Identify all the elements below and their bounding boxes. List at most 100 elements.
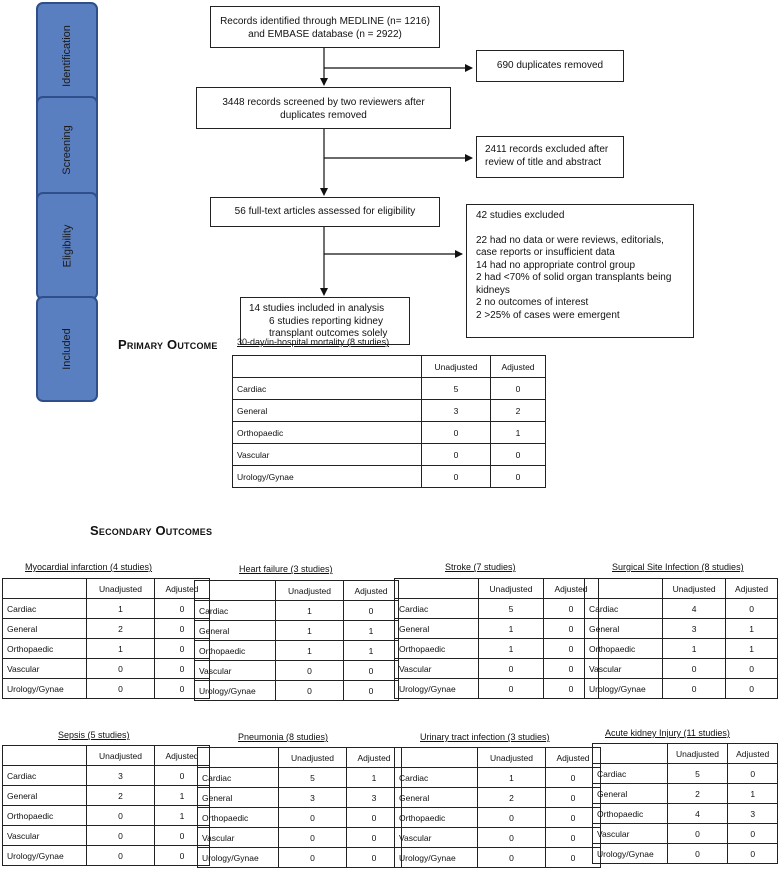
- header-blank-cell: [232, 355, 422, 378]
- unadjusted-value: 0: [477, 827, 546, 848]
- adjusted-header: Adjusted: [490, 355, 546, 378]
- row-label: Vascular: [197, 827, 279, 848]
- row-label: Urology/Gynae: [194, 680, 276, 701]
- row-label: Cardiac: [584, 598, 663, 619]
- adjusted-value: 0: [490, 377, 546, 400]
- unadjusted-value: 3: [661, 618, 727, 639]
- header-blank-cell: [2, 745, 87, 766]
- header-blank-cell: [197, 747, 279, 768]
- studies-included-text: 14 studies included in analysis: [249, 303, 385, 314]
- adjusted-value: 0: [490, 443, 546, 466]
- adjusted-value: 1: [727, 783, 778, 804]
- unadjusted-header: Unadjusted: [86, 745, 155, 766]
- adjusted-value: 1: [725, 638, 778, 659]
- unadjusted-value: 2: [86, 618, 155, 639]
- row-label: Orthopaedic: [394, 638, 479, 659]
- unadjusted-header: Unadjusted: [661, 578, 727, 599]
- exclusion-reason: 2 had <70% of solid organ transplants be…: [476, 272, 672, 296]
- unadjusted-value: 2: [86, 785, 155, 806]
- secondary-outcomes-heading: Secondary Outcomes: [90, 523, 213, 538]
- row-label: Vascular: [194, 660, 276, 681]
- unadjusted-value: 0: [477, 807, 546, 828]
- exclusion-reason: 2 >25% of cases were emergent: [476, 309, 620, 321]
- unadjusted-value: 5: [278, 767, 347, 788]
- adjusted-value: 0: [725, 658, 778, 679]
- unadjusted-value: 0: [421, 443, 491, 466]
- row-label: Orthopaedic: [584, 638, 663, 659]
- unadjusted-value: 0: [478, 658, 544, 679]
- table-title: Myocardial infarction (4 studies): [25, 562, 153, 572]
- unadjusted-value: 4: [666, 803, 729, 824]
- unadjusted-value: 5: [478, 598, 544, 619]
- row-label: Orthopaedic: [197, 807, 279, 828]
- row-label: Urology/Gynae: [584, 678, 663, 699]
- row-label: Vascular: [592, 823, 668, 844]
- row-label: Vascular: [2, 658, 87, 679]
- unadjusted-value: 0: [278, 847, 347, 868]
- records-screened-text: 3448 records screened by two reviewers a…: [222, 97, 425, 121]
- stage-identification: Identification: [36, 2, 98, 110]
- records-screened-box: 3448 records screened by two reviewers a…: [196, 87, 451, 129]
- adjusted-value: 0: [727, 843, 778, 864]
- row-label: Vascular: [584, 658, 663, 679]
- unadjusted-value: 1: [478, 638, 544, 659]
- unadjusted-value: 0: [477, 847, 546, 868]
- row-label: Urology/Gynae: [394, 847, 478, 868]
- table-title: Acute kidney Injury (11 studies): [605, 728, 730, 738]
- unadjusted-header: Unadjusted: [478, 578, 544, 599]
- unadjusted-header: Unadjusted: [666, 743, 729, 764]
- unadjusted-value: 3: [278, 787, 347, 808]
- row-label: Orthopaedic: [232, 421, 422, 444]
- adjusted-value: 0: [725, 678, 778, 699]
- row-label: General: [394, 618, 479, 639]
- adjusted-value: 0: [490, 465, 546, 488]
- full-text-box: 56 full-text articles assessed for eligi…: [210, 197, 440, 227]
- primary-outcome-heading: Primary Outcome: [118, 337, 218, 352]
- unadjusted-value: 0: [666, 823, 729, 844]
- unadjusted-value: 1: [661, 638, 727, 659]
- row-label: General: [232, 399, 422, 422]
- unadjusted-value: 0: [278, 827, 347, 848]
- unadjusted-header: Unadjusted: [421, 355, 491, 378]
- adjusted-value: 3: [727, 803, 778, 824]
- row-label: Cardiac: [394, 767, 478, 788]
- row-label: Orthopaedic: [194, 640, 276, 661]
- adjusted-value: 2: [490, 399, 546, 422]
- row-label: Vascular: [2, 825, 87, 846]
- row-label: Urology/Gynae: [592, 843, 668, 864]
- adjusted-value: 1: [725, 618, 778, 639]
- unadjusted-header: Unadjusted: [275, 580, 344, 601]
